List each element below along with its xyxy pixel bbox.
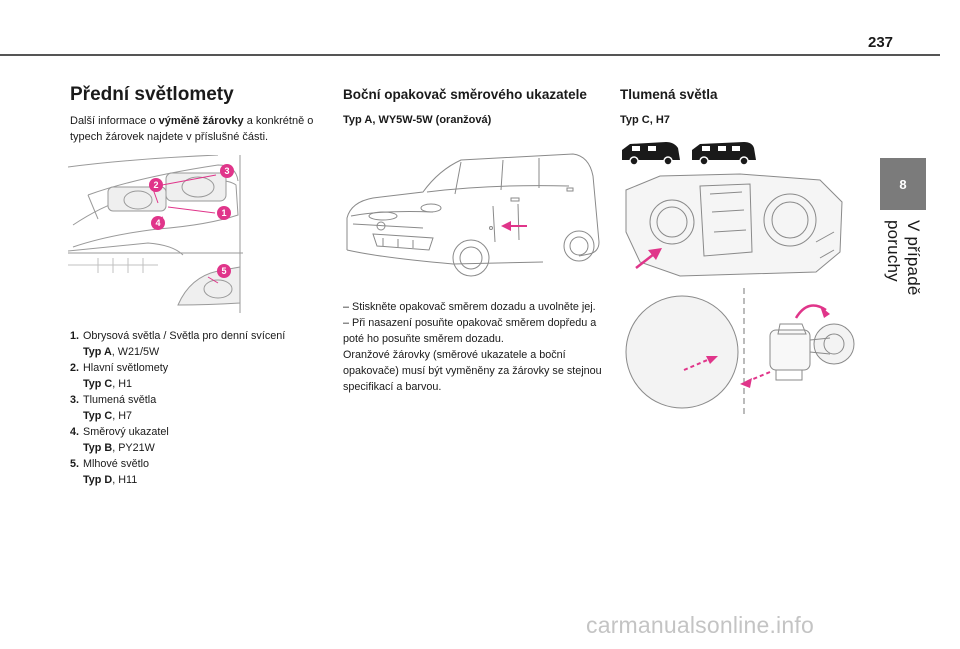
section-title-headlamps: Přední světlomety bbox=[70, 84, 234, 105]
chapter-side-title: V případě poruchy bbox=[880, 220, 926, 360]
watermark: carmanualsonline.info bbox=[586, 612, 814, 638]
header-rule bbox=[0, 54, 940, 56]
bulb-type-subtitle: Typ A, WY5W-5W (oranžová) bbox=[343, 114, 492, 126]
callout-1-icon bbox=[217, 206, 231, 220]
section-title-dipped-beam: Tlumená světla bbox=[620, 87, 718, 102]
van-illustration bbox=[346, 153, 600, 277]
column-side-repeater: Boční opakovač směrového ukazatele Typ A… bbox=[343, 87, 605, 395]
callout-4-icon bbox=[151, 216, 165, 230]
step-press: – Stiskněte opakovač směrem dozadu a uvo… bbox=[343, 301, 596, 313]
column-dipped-beam: Tlumená světla Typ C, H7 bbox=[620, 87, 870, 418]
intro-bold-link: výměně žárovky bbox=[158, 115, 244, 127]
callout-2-icon bbox=[149, 178, 163, 192]
headlamp-illustration: 2 3 1 4 5 bbox=[67, 154, 243, 313]
headlamp-rear-illustration bbox=[625, 173, 843, 277]
instructions: – Stiskněte opakovač směrem dozadu a uvo… bbox=[343, 299, 605, 395]
svg-text:1: 1 bbox=[221, 208, 226, 218]
van-variants-icons bbox=[622, 142, 756, 166]
callout-5-icon bbox=[217, 264, 231, 278]
svg-text:3: 3 bbox=[224, 166, 229, 176]
intro-text: Další informace o výměně žárovky a konkr… bbox=[70, 115, 314, 143]
step-refit: – Při nasazení posuňte opakovač směrem d… bbox=[343, 317, 597, 345]
chapter-tab[interactable]: 8 bbox=[880, 158, 926, 210]
svg-text:2: 2 bbox=[153, 180, 158, 190]
chapter-title: V případě poruchy bbox=[884, 220, 923, 296]
svg-text:4: 4 bbox=[155, 218, 160, 228]
svg-text:5: 5 bbox=[221, 266, 226, 276]
page-number: 237 bbox=[868, 34, 894, 51]
bulb-list: 1.Obrysová světla / Světla pro denní sví… bbox=[70, 328, 328, 488]
callout-3-icon bbox=[220, 164, 234, 178]
section-title-side-repeater: Boční opakovač směrového ukazatele bbox=[343, 87, 587, 102]
bulb-removal-illustration bbox=[625, 288, 855, 418]
note-orange-bulbs: Oranžové žárovky (směrové ukazatele a bo… bbox=[343, 349, 602, 393]
list-item: 1.Obrysová světla / Světla pro denní sví… bbox=[70, 330, 286, 358]
column-headlamps: Přední světlomety Další informace o výmě… bbox=[67, 84, 328, 488]
bulb-type-subtitle: Typ C, H7 bbox=[620, 114, 670, 126]
